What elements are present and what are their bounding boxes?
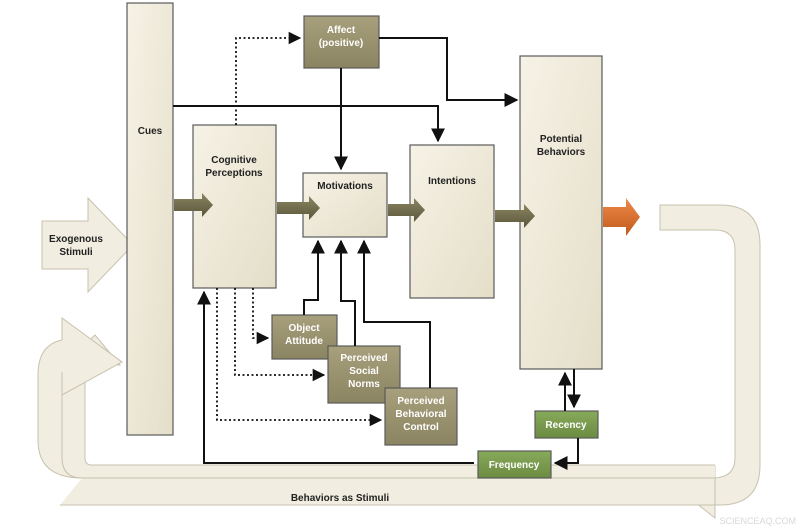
cognitive-to-affect-dotted xyxy=(235,31,302,125)
intentions-to-behaviors-arrow xyxy=(495,204,535,228)
frequency-to-cognitive-line xyxy=(197,290,474,464)
object-attitude-label-1: Object xyxy=(288,323,320,334)
frequency-label: Frequency xyxy=(489,460,540,471)
cognitive-to-object-attitude-dotted xyxy=(252,288,270,345)
recency-label: Recency xyxy=(545,420,587,431)
potential-label-2: Behaviors xyxy=(537,147,586,158)
intentions-label: Intentions xyxy=(428,176,476,187)
object-attitude-to-motivations-line xyxy=(303,239,325,315)
behavioral-control-label-3: Control xyxy=(403,422,439,433)
social-norms-label-1: Perceived xyxy=(340,353,387,364)
object-attitude-label-2: Attitude xyxy=(285,336,323,347)
intentions-box xyxy=(409,144,495,299)
affect-label-1: Affect xyxy=(327,25,356,36)
cognitive-label-2: Perceptions xyxy=(205,168,263,179)
motivations-label: Motivations xyxy=(317,181,373,192)
motivations-to-intentions-arrow xyxy=(388,198,425,222)
cues-label: Cues xyxy=(138,126,163,137)
exogenous-label-2: Stimuli xyxy=(59,247,93,258)
cognitive-label-1: Cognitive xyxy=(211,155,257,166)
affect-label-2: (positive) xyxy=(319,38,363,49)
cognitive-to-social-norms-dotted xyxy=(234,288,326,382)
cues-box xyxy=(126,2,174,436)
affect-box xyxy=(303,15,380,69)
potential-label-1: Potential xyxy=(540,134,582,145)
affect-to-behaviors-line xyxy=(379,37,519,107)
feedback-loop-left xyxy=(37,317,716,506)
watermark: SCIENCEAQ.COM xyxy=(719,516,796,526)
behavioral-control-label-1: Perceived xyxy=(397,396,444,407)
potential-behaviors-box xyxy=(519,55,603,370)
cognitive-to-motivations-arrow xyxy=(277,196,320,220)
exogenous-stimuli-arrow xyxy=(41,196,134,294)
object-attitude-box xyxy=(271,314,338,360)
behaviors-as-stimuli-label: Behaviors as Stimuli xyxy=(291,493,390,504)
recency-to-frequency-line xyxy=(553,438,579,470)
cues-to-intentions-line xyxy=(173,105,445,143)
social-norms-label-2: Social xyxy=(349,366,379,377)
behavioral-control-label-2: Behavioral xyxy=(395,409,446,420)
social-norms-label-3: Norms xyxy=(348,379,380,390)
exogenous-label-1: Exogenous xyxy=(49,234,103,245)
control-to-motivations-line xyxy=(357,239,431,388)
output-behavior-arrow xyxy=(603,198,640,236)
cues-to-cognitive-arrow xyxy=(174,193,213,217)
frequency-box xyxy=(477,450,552,479)
social-norms-to-motivations-line xyxy=(334,239,356,346)
cognitive-to-control-dotted xyxy=(216,288,383,427)
recency-box xyxy=(534,410,599,439)
behavioral-control-box xyxy=(384,387,458,446)
